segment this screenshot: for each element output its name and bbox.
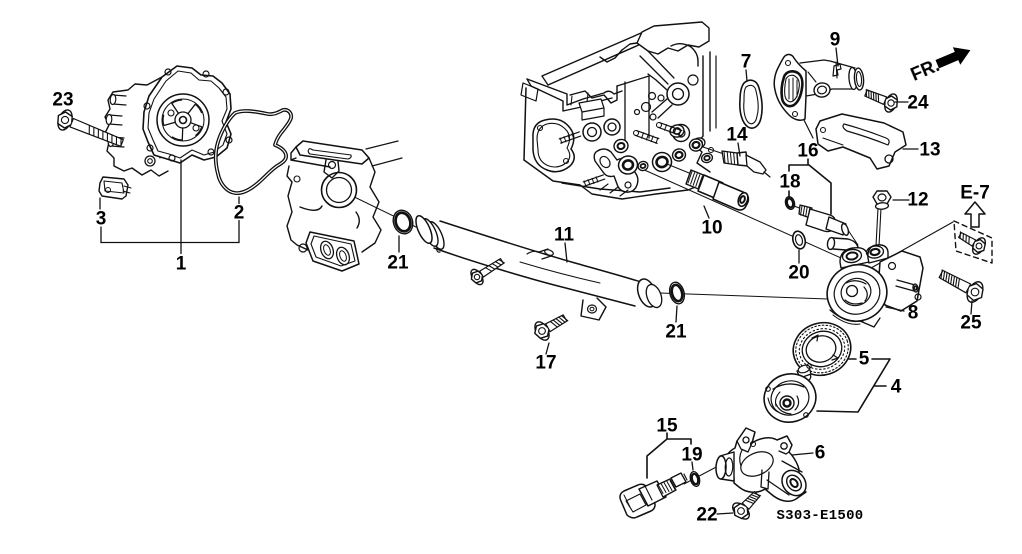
- svg-text:23: 23: [52, 90, 73, 111]
- svg-text:21: 21: [387, 253, 409, 274]
- svg-text:S303-E1500: S303-E1500: [776, 508, 863, 524]
- svg-text:18: 18: [779, 172, 800, 193]
- svg-text:5: 5: [859, 349, 870, 370]
- svg-text:11: 11: [554, 225, 575, 246]
- svg-text:21: 21: [665, 322, 687, 343]
- svg-text:19: 19: [681, 445, 702, 466]
- svg-text:2: 2: [234, 203, 245, 224]
- svg-text:6: 6: [815, 443, 826, 464]
- svg-text:1: 1: [176, 254, 187, 275]
- svg-text:14: 14: [726, 125, 748, 146]
- svg-text:22: 22: [696, 505, 717, 526]
- svg-text:17: 17: [535, 353, 556, 374]
- svg-text:24: 24: [907, 93, 929, 114]
- svg-text:10: 10: [701, 218, 722, 239]
- svg-text:7: 7: [741, 52, 752, 73]
- svg-text:9: 9: [830, 30, 841, 51]
- svg-text:8: 8: [908, 303, 919, 324]
- svg-text:12: 12: [907, 190, 928, 211]
- svg-text:16: 16: [797, 141, 818, 162]
- svg-text:15: 15: [656, 416, 678, 437]
- svg-text:25: 25: [960, 313, 982, 334]
- svg-text:3: 3: [96, 209, 107, 230]
- svg-text:13: 13: [919, 140, 940, 161]
- svg-text:4: 4: [891, 377, 902, 398]
- svg-text:20: 20: [788, 263, 809, 284]
- svg-text:E-7: E-7: [960, 183, 990, 204]
